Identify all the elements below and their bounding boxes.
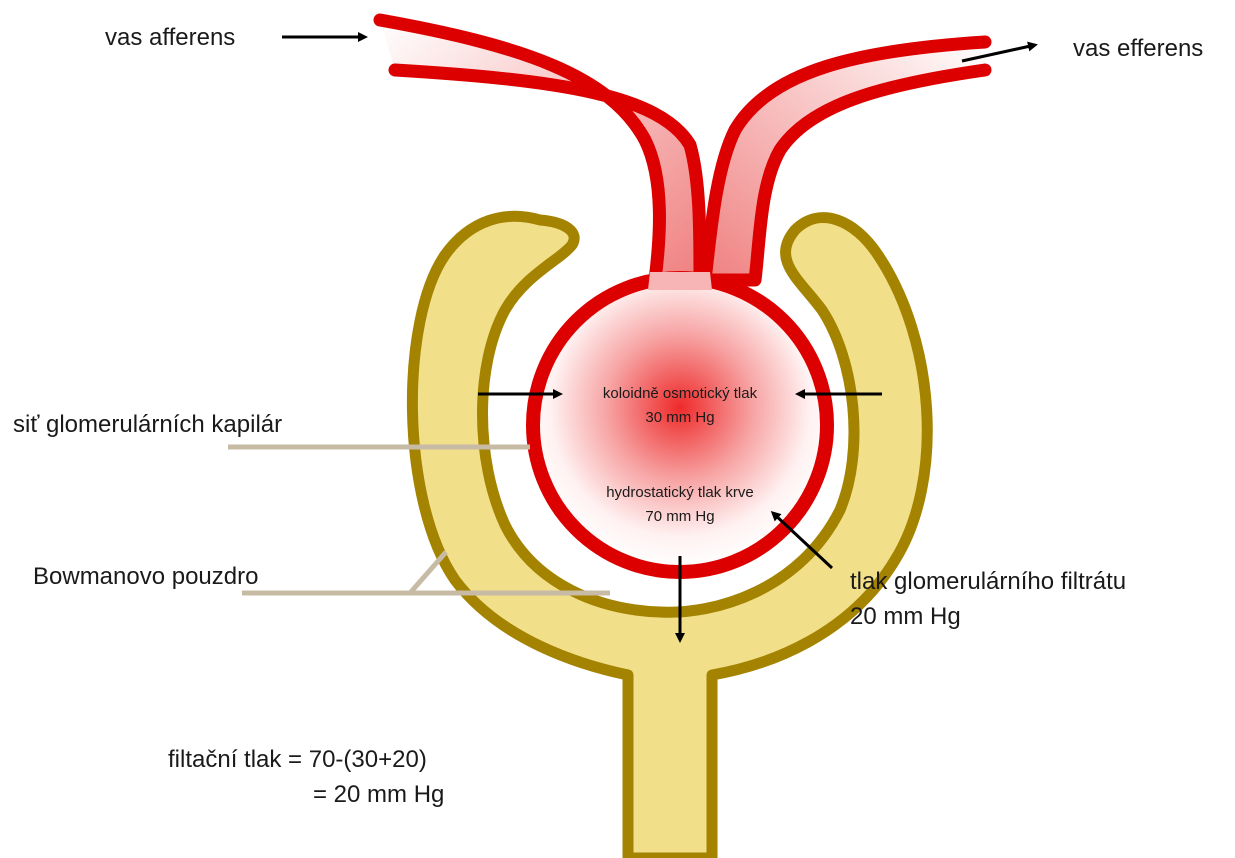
- formula-line-2: = 20 mm Hg: [313, 783, 444, 807]
- hydrostatic-pressure-value: 70 mm Hg: [570, 509, 790, 524]
- glomerular-capillaries-label: siť glomerulárních kapilár: [13, 413, 282, 437]
- glomerulus-neck: [648, 272, 712, 290]
- filtrate-pressure-value: 20 mm Hg: [850, 605, 961, 629]
- bowman-capsule-label: Bowmanovo pouzdro: [33, 565, 258, 589]
- formula-line-1: filtační tlak = 70-(30+20): [168, 748, 427, 772]
- vas-efferens-label: vas efferens: [1073, 37, 1203, 61]
- hydrostatic-pressure-name: hydrostatický tlak krve: [570, 485, 790, 500]
- filtrate-pressure-name: tlak glomerulárního filtrátu: [850, 570, 1126, 594]
- colloid-pressure-value: 30 mm Hg: [570, 410, 790, 425]
- colloid-pressure-name: koloidně osmotický tlak: [570, 386, 790, 401]
- bowman-pointer-line: [242, 552, 446, 593]
- vas-afferens-label: vas afferens: [105, 26, 235, 50]
